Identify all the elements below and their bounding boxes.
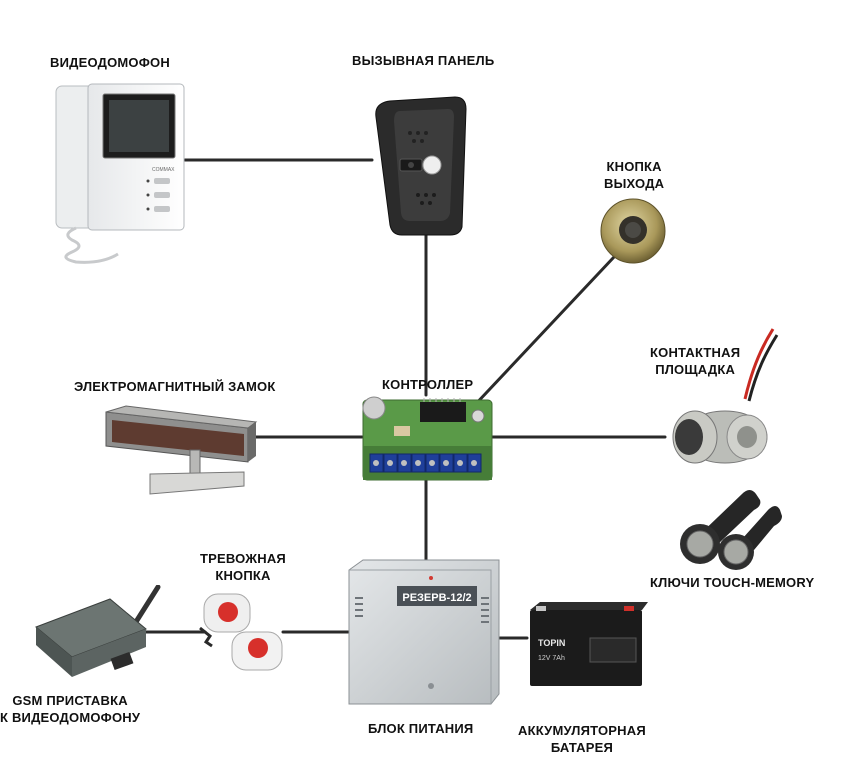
label-touch-memory-keys: КЛЮЧИ TOUCH-MEMORY	[650, 575, 815, 590]
call-panel-image	[375, 96, 467, 236]
label-exit-button: КНОПКА ВЫХОДА	[604, 158, 664, 192]
label-electromagnetic-lock: ЭЛЕКТРОМАГНИТНЫЙ ЗАМОК	[74, 379, 276, 394]
label-alarm-button-line1: ТРЕВОЖНАЯ	[200, 551, 286, 566]
power-supply-image: РЕЗЕРВ-12/2	[348, 559, 500, 705]
battery-brand-text: TOPIN	[538, 638, 565, 648]
battery-model-text: 12V 7Ah	[538, 655, 565, 662]
label-contact-pad-line1: КОНТАКТНАЯ	[650, 345, 741, 360]
touch-memory-keys-image	[680, 490, 782, 570]
gsm-module-image	[35, 585, 161, 677]
electromagnetic-lock-image	[105, 405, 258, 495]
psu-brand-text: РЕЗЕРВ-12/2	[402, 592, 471, 604]
controller-board-image	[362, 396, 493, 481]
label-controller: КОНТРОЛЛЕР	[382, 377, 474, 392]
exit-button-image	[600, 198, 666, 264]
wire-exit-button-controller	[470, 255, 616, 410]
label-alarm-button: ТРЕВОЖНАЯ КНОПКА	[200, 550, 286, 584]
label-alarm-button-line2: КНОПКА	[215, 568, 271, 583]
label-battery-line2: БАТАРЕЯ	[550, 740, 614, 755]
label-battery: АККУМУЛЯТОРНАЯ БАТАРЕЯ	[518, 722, 646, 756]
label-contact-pad: КОНТАКТНАЯ ПЛОЩАДКА	[650, 344, 740, 378]
label-gsm-module-line1: GSM ПРИСТАВКА	[12, 693, 128, 708]
contact-pad-image	[672, 328, 779, 464]
label-gsm-module: GSM ПРИСТАВКА К ВИДЕОДОМОФОНУ	[0, 692, 140, 726]
label-contact-pad-line2: ПЛОЩАДКА	[655, 362, 736, 377]
label-call-panel: ВЫЗЫВНАЯ ПАНЕЛЬ	[352, 53, 495, 68]
alarm-button-image	[199, 593, 283, 671]
monitor-brand-text: COMMAX	[152, 167, 175, 173]
label-exit-button-line2: ВЫХОДА	[604, 176, 665, 191]
label-exit-button-line1: КНОПКА	[606, 159, 662, 174]
label-battery-line1: АККУМУЛЯТОРНАЯ	[518, 723, 646, 738]
video-monitor-image: COMMAX	[55, 83, 185, 264]
battery-image: TOPIN 12V 7Ah	[530, 602, 648, 686]
label-gsm-module-line2: К ВИДЕОДОМОФОНУ	[0, 710, 141, 725]
label-power-supply: БЛОК ПИТАНИЯ	[368, 721, 474, 736]
label-video-monitor: ВИДЕОДОМОФОН	[50, 55, 170, 70]
